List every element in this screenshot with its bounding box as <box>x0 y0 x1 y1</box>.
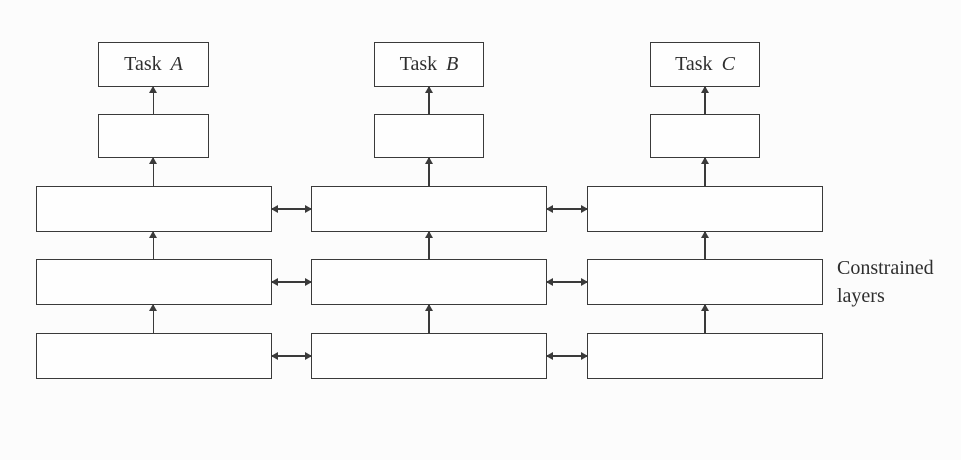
constrained-layer-b-row2-box <box>311 259 547 305</box>
task-b-word: Task <box>399 53 438 75</box>
bidirectional-arrow-bc-row2 <box>546 278 588 285</box>
task-b-output-layer-box <box>374 114 484 158</box>
constrained-layer-a-row3-box <box>36 333 272 379</box>
bidirectional-arrow-ab-row2 <box>271 278 312 285</box>
up-arrow-c-row2-to-row1 <box>701 231 708 259</box>
up-arrow-a-output-to-task <box>150 86 157 114</box>
up-arrow-b-output-to-task <box>425 86 432 114</box>
constrained-layer-b-row3-box <box>311 333 547 379</box>
constrained-layer-c-row2-box <box>587 259 823 305</box>
bidirectional-arrow-ab-row1 <box>271 205 312 212</box>
task-c-box: Task C <box>650 42 760 87</box>
up-arrow-b-row2-to-row1 <box>425 231 432 259</box>
task-c-letter: C <box>721 53 735 75</box>
task-c-word: Task <box>675 53 713 75</box>
task-a-letter: A <box>170 53 183 75</box>
constrained-layer-c-row1-box <box>587 186 823 232</box>
bidirectional-arrow-bc-row3 <box>546 352 588 359</box>
task-a-box: Task A <box>98 42 209 87</box>
task-a-output-layer-box <box>98 114 209 158</box>
task-b-box: Task B <box>374 42 484 87</box>
up-arrow-a-row3-to-row2 <box>150 304 157 333</box>
task-c-output-layer-box <box>650 114 760 158</box>
bidirectional-arrow-ab-row3 <box>271 352 312 359</box>
constrained-layer-a-row1-box <box>36 186 272 232</box>
task-a-word: Task <box>124 53 162 75</box>
up-arrow-b-row1-to-output <box>425 157 432 186</box>
up-arrow-a-row1-to-output <box>150 157 157 186</box>
up-arrow-c-row3-to-row2 <box>701 304 708 333</box>
up-arrow-c-row1-to-output <box>701 157 708 186</box>
constrained-layers-label-line1: Constrained <box>837 257 934 279</box>
constrained-layer-a-row2-box <box>36 259 272 305</box>
constrained-layers-label-line2: layers <box>837 285 885 307</box>
up-arrow-b-row3-to-row2 <box>425 304 432 333</box>
task-b-letter: B <box>446 53 459 75</box>
bidirectional-arrow-bc-row1 <box>546 205 588 212</box>
up-arrow-a-row2-to-row1 <box>150 231 157 259</box>
constrained-layer-c-row3-box <box>587 333 823 379</box>
constrained-layer-b-row1-box <box>311 186 547 232</box>
constrained-layers-label: Constrained layers <box>837 254 934 310</box>
up-arrow-c-output-to-task <box>701 86 708 114</box>
